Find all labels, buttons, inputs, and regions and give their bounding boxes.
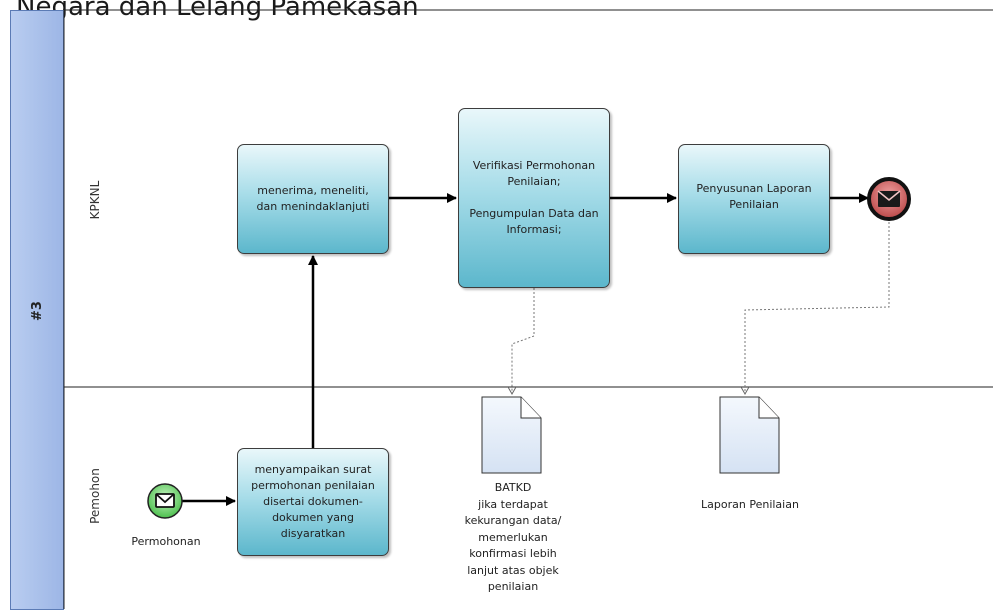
association-end-to-laporan [745, 222, 890, 394]
lane-label-pemohon: Pemohon [88, 468, 102, 524]
document-batkd-label-line: lanjut atas objek [467, 563, 559, 577]
task-report[interactable]: Penyusunan Laporan Penilaian [678, 144, 830, 254]
task-report-line: Penyusunan Laporan [696, 182, 812, 195]
task-receive-line: dan menindaklanjuti [256, 200, 370, 213]
task-receive-line: menerima, meneliti, [257, 184, 369, 198]
task-submit[interactable]: menyampaikan surat permohonan penilaian … [237, 448, 389, 556]
task-verify[interactable]: Verifikasi Permohonan Penilaian; Pengump… [458, 108, 610, 288]
document-batkd-label: BATKD jika terdapat kekurangan data/ mem… [440, 480, 586, 596]
task-verify-line: Informasi; [506, 222, 562, 236]
diagram-title: Negara dan Lelang Pamekasan [16, 0, 423, 22]
task-report-line: Penilaian [729, 197, 779, 211]
task-submit-line: menyampaikan surat [254, 463, 372, 477]
task-verify-line: Penilaian; [507, 175, 561, 189]
document-laporan-icon [719, 396, 780, 474]
start-event-label: Permohonan [131, 535, 201, 548]
task-verify-line: Pengumpulan Data dan [469, 206, 599, 220]
end-message-event [867, 177, 911, 221]
task-submit-line: permohonan penilaian [251, 479, 375, 493]
document-batkd-label-line: jika terdapat [478, 497, 548, 511]
document-batkd-label-line: BATKD [494, 481, 532, 494]
document-batkd-label-line: penilaian [487, 580, 539, 593]
association-verify-to-batkd [512, 288, 535, 394]
document-batkd-label-line: kekurangan data/ [464, 514, 562, 527]
lane-label-kpknl: KPKNL [88, 180, 102, 220]
task-receive[interactable]: menerima, meneliti, dan menindaklanjuti [237, 144, 389, 254]
task-submit-line: dokumen yang [272, 510, 354, 524]
document-batkd-label-line: memerlukan [478, 530, 548, 544]
document-batkd-icon [481, 396, 542, 474]
pool-header [10, 10, 64, 610]
document-batkd-label-line: konfirmasi lebih [469, 547, 557, 560]
task-submit-line: disyaratkan [280, 526, 346, 540]
start-message-event [147, 483, 183, 519]
task-verify-line [469, 190, 598, 206]
task-submit-line: disertai dokumen- [263, 495, 363, 509]
task-verify-line: Verifikasi Permohonan [472, 159, 596, 173]
document-laporan-label: Laporan Penilaian [701, 498, 799, 511]
